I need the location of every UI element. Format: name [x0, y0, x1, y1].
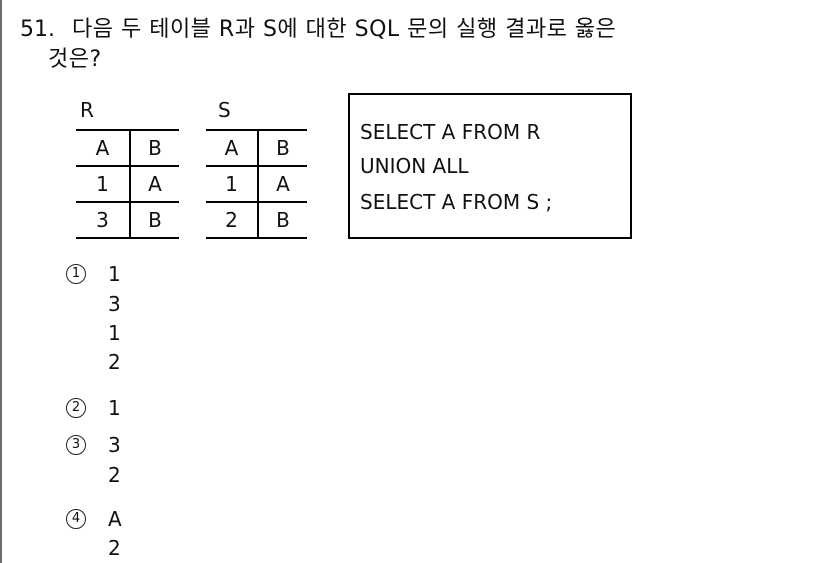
table-cell: A	[76, 129, 131, 167]
table-cell: B	[130, 129, 179, 167]
option-number-marker: 2	[66, 398, 86, 418]
option-value: A	[108, 507, 122, 531]
sql-statement-box: SELECT A FROM R UNION ALL SELECT A FROM …	[348, 93, 632, 239]
table-cell: A	[206, 129, 259, 167]
question-number: 51.	[20, 17, 55, 42]
page-left-border	[0, 0, 2, 563]
table-cell: B	[130, 201, 179, 239]
sql-line-1: SELECT A FROM R	[360, 120, 541, 144]
question-text-line-1: 다음 두 테이블 R과 S에 대한 SQL 문의 실행 결과로 옳은	[72, 17, 617, 42]
option-value: 1	[108, 396, 121, 420]
table-header-row: A B	[76, 129, 179, 167]
table-cell: A	[258, 165, 307, 203]
table-row: 2 B	[206, 201, 307, 239]
option-number-marker: 1	[66, 264, 86, 284]
option-value: 3	[108, 433, 121, 457]
option-value: 1	[108, 262, 121, 286]
sql-line-2: UNION ALL	[360, 154, 469, 178]
table-row: 3 B	[76, 201, 179, 239]
table-header-row: A B	[206, 129, 307, 167]
option-number-marker: 4	[66, 509, 86, 529]
question-text-line-2: 것은?	[48, 47, 102, 72]
option-value: 2	[108, 463, 121, 487]
option-value: 2	[108, 536, 121, 560]
option-value: 1	[108, 321, 121, 345]
option-value: 3	[108, 292, 121, 316]
table-cell: A	[130, 165, 179, 203]
table-row: 1 A	[76, 165, 179, 203]
option-number-marker: 3	[66, 435, 86, 455]
table-cell: 3	[76, 201, 131, 239]
table-r-label: R	[80, 98, 94, 122]
table-r-grid: A B 1 A 3 B	[76, 129, 179, 239]
option-value: 2	[108, 350, 121, 374]
table-row: 1 A	[206, 165, 307, 203]
table-cell: 2	[206, 201, 259, 239]
table-cell: B	[258, 201, 307, 239]
table-s-grid: A B 1 A 2 B	[206, 129, 307, 239]
table-cell: 1	[206, 165, 259, 203]
sql-line-3: SELECT A FROM S ;	[360, 190, 553, 214]
table-cell: 1	[76, 165, 131, 203]
table-s-label: S	[218, 98, 231, 122]
table-cell: B	[258, 129, 307, 167]
